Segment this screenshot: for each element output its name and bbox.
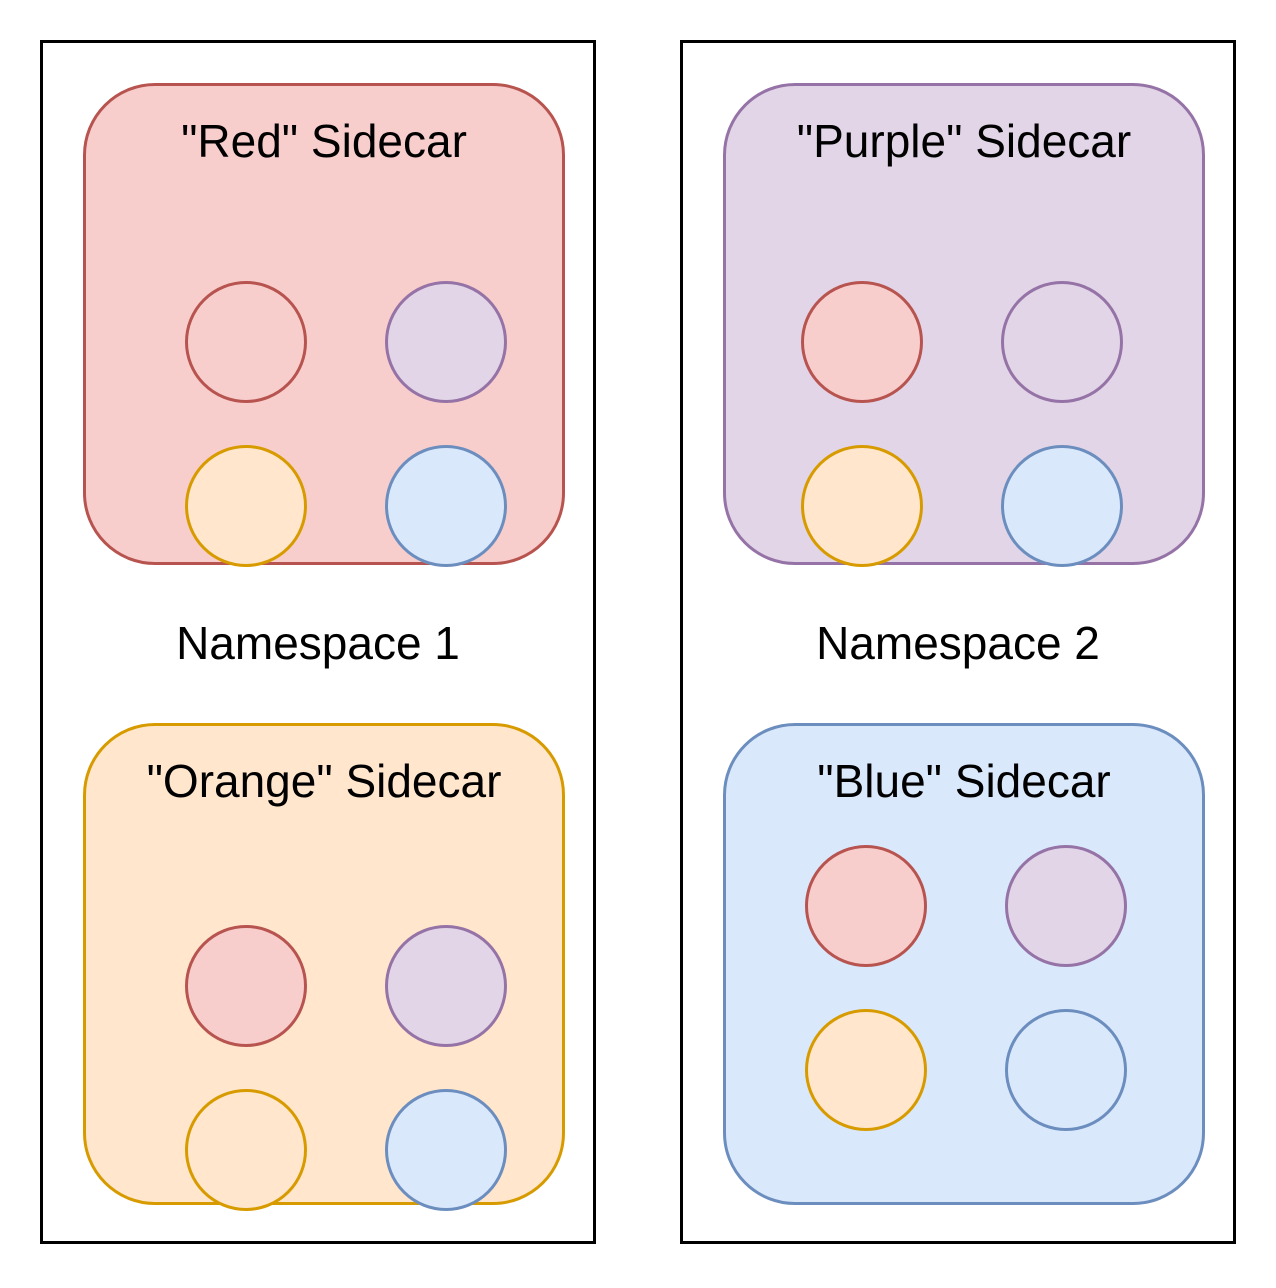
namespace-2-box: "Purple" Sidecar Namespace 2 "Blue" Side… — [680, 40, 1236, 1244]
orange-sidecar: "Orange" Sidecar — [83, 723, 565, 1211]
sidecar-pod-blue — [1005, 1009, 1127, 1131]
sidecar-pod-purple — [1005, 845, 1127, 967]
blue-sidecar-title: "Blue" Sidecar — [817, 755, 1111, 807]
blue-sidecar: "Blue" Sidecar — [723, 723, 1205, 1205]
red-sidecar: "Red" Sidecar — [83, 83, 565, 567]
namespace-2-label: Namespace 2 — [816, 617, 1100, 669]
purple-sidecar: "Purple" Sidecar — [723, 83, 1205, 567]
sidecar-pod-purple — [385, 281, 507, 403]
sidecar-pod-orange — [185, 445, 307, 567]
sidecar-pod-red — [805, 845, 927, 967]
sidecar-pod-orange — [805, 1009, 927, 1131]
sidecar-pod-orange — [801, 445, 923, 567]
namespace-1-label: Namespace 1 — [176, 617, 460, 669]
sidecar-pod-blue — [1001, 445, 1123, 567]
sidecar-pod-red — [185, 925, 307, 1047]
sidecar-pod-purple — [385, 925, 507, 1047]
sidecar-pod-orange — [185, 1089, 307, 1211]
sidecar-pod-purple — [1001, 281, 1123, 403]
sidecar-pod-red — [801, 281, 923, 403]
orange-sidecar-title: "Orange" Sidecar — [146, 755, 502, 807]
sidecar-pod-blue — [385, 445, 507, 567]
purple-sidecar-title: "Purple" Sidecar — [796, 115, 1132, 167]
namespace-1-box: "Red" Sidecar Namespace 1 "Orange" Sidec… — [40, 40, 596, 1244]
red-sidecar-title: "Red" Sidecar — [181, 115, 467, 167]
sidecar-pod-red — [185, 281, 307, 403]
sidecar-pod-blue — [385, 1089, 507, 1211]
